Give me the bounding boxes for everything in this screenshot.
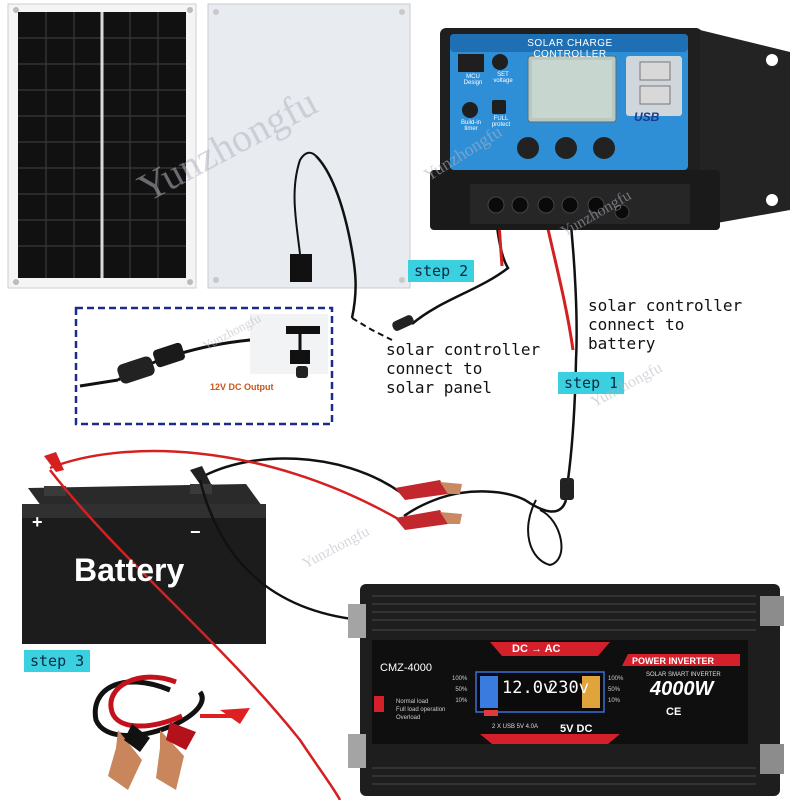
lock-icon (492, 100, 506, 114)
controller-button-3[interactable] (593, 137, 615, 159)
step-3-label: step 3 (24, 650, 91, 672)
step3-cables (92, 674, 250, 790)
controller-icon-label-mcu: MCU Design (463, 74, 483, 86)
battery-plus: + (32, 512, 43, 532)
note-controller-to-panel: solar controller connect to solar panel (386, 340, 541, 397)
chip-icon (458, 54, 484, 72)
inverter-power: 4000W (650, 678, 714, 700)
gear-icon (492, 54, 508, 70)
solar-panel-back (207, 3, 411, 319)
usb-label: USB (634, 110, 660, 124)
inverter-mode: DC → AC (512, 643, 561, 655)
dc-connector-inset (79, 314, 328, 388)
controller-title: SOLAR CHARGE CONTROLLER (527, 38, 613, 60)
clock-icon (462, 102, 478, 118)
inverter-model: CMZ-4000 (380, 662, 432, 674)
note-controller-to-battery: solar controller connect to battery (588, 296, 743, 353)
charge-controller (430, 28, 790, 230)
inverter (348, 584, 784, 796)
battery-minus: − (190, 522, 201, 542)
scale-right: 100%50%10% (608, 676, 624, 704)
usb-text: 2 X USB 5V 4.0A (492, 724, 539, 730)
controller-icon-label-timer: Build-in timer (460, 120, 481, 132)
step-1-label: step 1 (558, 372, 625, 394)
scale-left: 100%50%10% (452, 676, 468, 704)
cert-label: CE (666, 706, 682, 718)
controller-icon-label-full: FULL protect (491, 116, 511, 128)
cable-step1 (566, 205, 578, 481)
step-2-label: step 2 (408, 260, 475, 282)
output-label: 5V DC (560, 723, 593, 735)
controller-button-1[interactable] (517, 137, 539, 159)
battery-clamps (44, 449, 462, 530)
controller-button-2[interactable] (555, 137, 577, 159)
dc-output-label: 12V DC Output (210, 382, 274, 392)
battery-label: Battery (74, 552, 185, 588)
display-dc: 12.0v (502, 678, 554, 698)
inverter-brand-subtitle: SOLAR SMART INVERTER (646, 672, 721, 678)
display-ac: 230v (548, 678, 589, 698)
solar-panel-mono (7, 3, 197, 289)
inverter-brand-title: POWER INVERTER (632, 656, 715, 666)
controller-icon-label-set: SET voltage (493, 72, 513, 84)
